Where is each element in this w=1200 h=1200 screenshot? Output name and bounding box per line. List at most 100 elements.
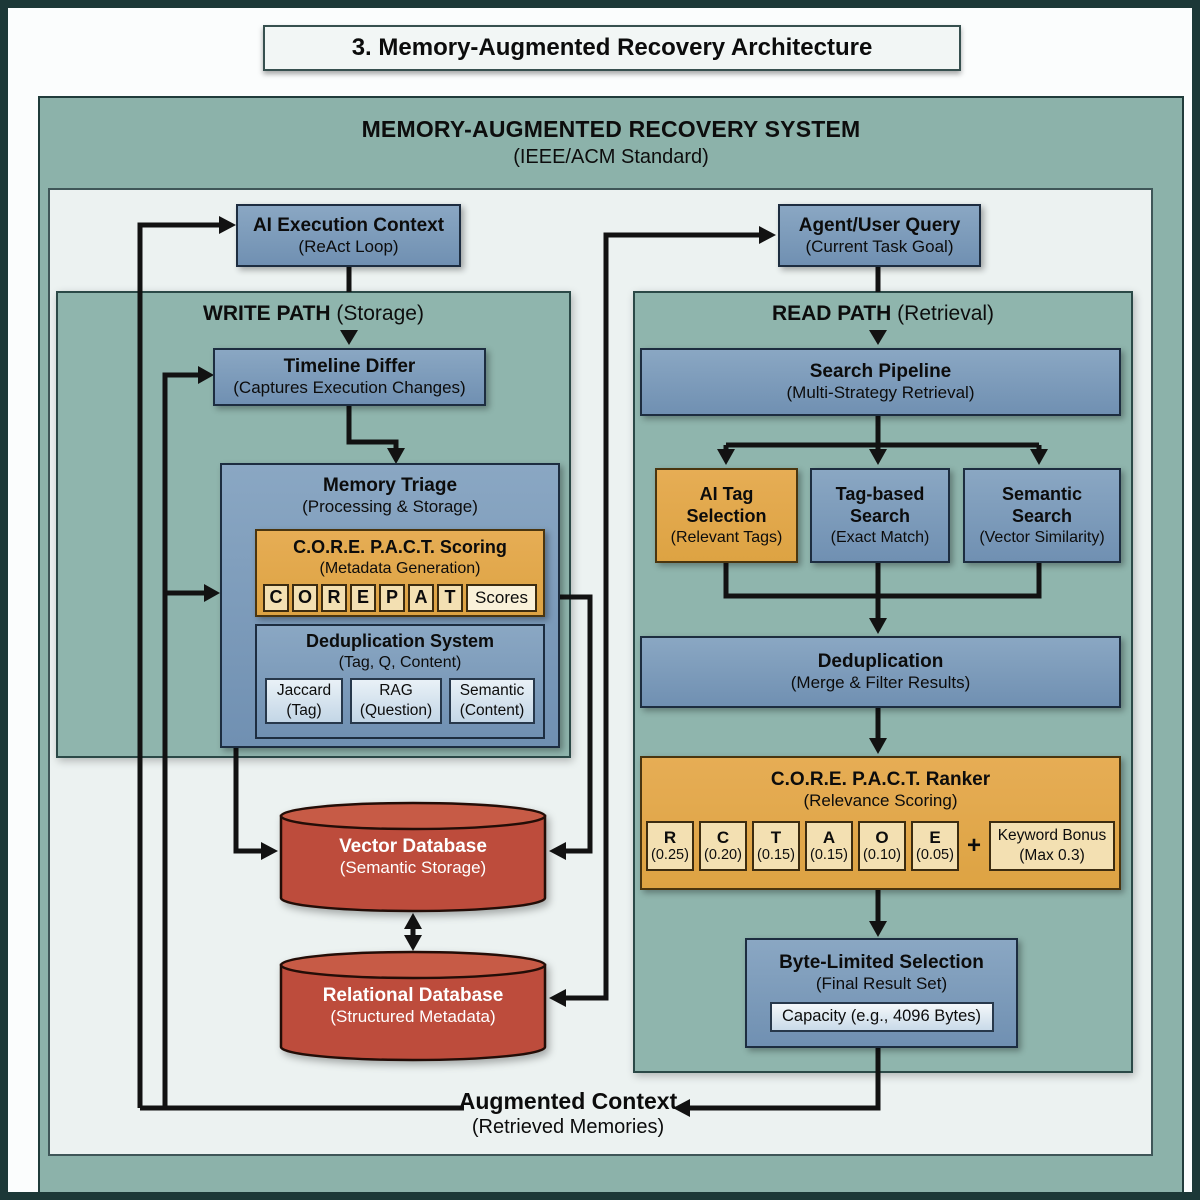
node-title-line2: Selection (686, 505, 767, 526)
node-title-line2: Search (849, 505, 911, 526)
dedup-method-semantic: Semantic (Content) (449, 677, 535, 724)
node-relational-database: Relational Database (Structured Metadata… (278, 950, 548, 1062)
node-semantic-search: Semantic Search (Vector Similarity) (963, 468, 1121, 563)
node-title: AI Execution Context (252, 214, 445, 236)
node-title: Timeline Differ (283, 356, 416, 378)
scoring-tile-row: C O R E P A T Scores (263, 583, 537, 612)
write-path-title-qualifier: (Storage) (330, 302, 424, 325)
node-subtitle: (Processing & Storage) (302, 497, 478, 517)
node-subtitle: (Tag, Q, Content) (338, 653, 462, 671)
node-subtitle: (ReAct Loop) (298, 236, 399, 256)
node-title: Memory Triage (322, 475, 458, 496)
bonus-subtitle: (Max 0.3) (1019, 846, 1085, 864)
method-scope: (Content) (459, 701, 525, 719)
bonus-title: Keyword Bonus (997, 826, 1107, 844)
weight-letter: A (822, 827, 836, 847)
weight-tile-c: C (0.20) (698, 820, 747, 871)
scoring-tile: P (379, 583, 406, 612)
database-cylinder-icon (279, 801, 547, 913)
write-path-title-bold: WRITE PATH (203, 302, 331, 325)
node-title: C.O.R.E. P.A.C.T. Ranker (770, 769, 991, 790)
node-title: Search Pipeline (809, 361, 952, 383)
node-agent-user-query: Agent/User Query (Current Task Goal) (778, 204, 981, 267)
node-subtitle: (Vector Similarity) (979, 528, 1105, 546)
node-search-pipeline: Search Pipeline (Multi-Strategy Retrieva… (640, 348, 1121, 416)
connector-lines (137, 216, 1048, 1117)
system-subtitle: (IEEE/ACM Standard) (513, 146, 709, 168)
node-title: Byte-Limited Selection (779, 952, 984, 973)
capacity-box: Capacity (e.g., 4096 Bytes) (769, 1001, 994, 1032)
node-subtitle: (Relevance Scoring) (803, 791, 958, 811)
node-deduplication: Deduplication (Merge & Filter Results) (640, 636, 1121, 708)
weight-tile-a: A (0.15) (804, 820, 853, 871)
read-path-title: READ PATH (Retrieval) (633, 302, 1133, 326)
db-subtitle: (Semantic Storage) (339, 858, 487, 878)
scoring-tile: C (263, 583, 290, 612)
node-subtitle: (Merge & Filter Results) (790, 673, 971, 693)
weight-value: (0.05) (916, 847, 954, 864)
dedup-method-rag: RAG (Question) (350, 677, 442, 724)
keyword-bonus-box: Keyword Bonus (Max 0.3) (989, 820, 1115, 871)
weight-letter: O (875, 827, 889, 847)
scoring-tile: R (321, 583, 348, 612)
node-timeline-differ: Timeline Differ (Captures Execution Chan… (213, 348, 486, 406)
ranker-weight-row: R (0.25) C (0.20) T (0.15) A (0.15) O (0… (645, 820, 1115, 871)
scores-label: Scores (466, 583, 537, 612)
method-name: RAG (379, 682, 413, 700)
system-title: MEMORY-AUGMENTED RECOVERY SYSTEM (361, 116, 861, 142)
node-subtitle: (Metadata Generation) (319, 559, 481, 577)
db-title: Vector Database (339, 836, 487, 857)
weight-value: (0.15) (810, 847, 848, 864)
node-subtitle: (Exact Match) (830, 528, 930, 546)
weight-value: (0.15) (757, 847, 795, 864)
scoring-tile: A (408, 583, 435, 612)
scoring-tile: E (350, 583, 377, 612)
weight-letter: C (716, 827, 730, 847)
node-title-line2: Search (1011, 505, 1073, 526)
node-title: Agent/User Query (798, 214, 961, 236)
node-subtitle: (Multi-Strategy Retrieval) (786, 383, 975, 403)
weight-value: (0.10) (863, 847, 901, 864)
scoring-tile: O (292, 583, 319, 612)
read-path-title-qualifier: (Retrieval) (891, 302, 995, 325)
node-subtitle: (Captures Execution Changes) (233, 378, 466, 398)
weight-letter: E (929, 827, 941, 847)
system-header: MEMORY-AUGMENTED RECOVERY SYSTEM (IEEE/A… (38, 116, 1184, 169)
node-title: AI Tag (699, 484, 754, 505)
write-path-title: WRITE PATH (Storage) (56, 302, 571, 326)
weight-letter: T (770, 827, 782, 847)
weight-tile-o: O (0.10) (857, 820, 906, 871)
node-title: Deduplication (817, 651, 944, 673)
read-path-title-bold: READ PATH (771, 302, 892, 325)
node-deduplication-system: Deduplication System (Tag, Q, Content) J… (255, 624, 545, 739)
node-title: Deduplication System (305, 631, 495, 651)
node-title: Semantic (1001, 484, 1083, 505)
weight-tile-r: R (0.25) (645, 820, 694, 871)
db-subtitle: (Structured Metadata) (330, 1007, 496, 1027)
node-subtitle: (Relevant Tags) (670, 528, 783, 546)
node-tag-based-search: Tag-based Search (Exact Match) (810, 468, 950, 563)
node-ai-tag-selection: AI Tag Selection (Relevant Tags) (655, 468, 798, 563)
scoring-tile: T (437, 583, 464, 612)
node-title: C.O.R.E. P.A.C.T. Scoring (293, 537, 507, 557)
node-core-pact-ranker: C.O.R.E. P.A.C.T. Ranker (Relevance Scor… (640, 756, 1121, 890)
node-vector-database: Vector Database (Semantic Storage) (278, 801, 548, 913)
method-name: Jaccard (276, 682, 332, 700)
node-byte-limited-selection: Byte-Limited Selection (Final Result Set… (745, 938, 1018, 1048)
node-core-pact-scoring: C.O.R.E. P.A.C.T. Scoring (Metadata Gene… (255, 529, 545, 617)
method-scope: (Question) (359, 701, 433, 719)
node-ai-execution-context: AI Execution Context (ReAct Loop) (236, 204, 461, 267)
weight-tile-t: T (0.15) (751, 820, 800, 871)
weight-tile-e: E (0.05) (910, 820, 959, 871)
node-title: Tag-based (835, 484, 925, 505)
diagram-title: 3. Memory-Augmented Recovery Architectur… (263, 25, 961, 71)
augmented-context-label: Augmented Context (Retrieved Memories) (438, 1088, 698, 1139)
feedback-title: Augmented Context (458, 1088, 678, 1114)
node-subtitle: (Current Task Goal) (805, 236, 954, 256)
node-subtitle: (Final Result Set) (815, 974, 948, 994)
feedback-subtitle: (Retrieved Memories) (471, 1116, 665, 1138)
weight-value: (0.20) (704, 847, 742, 864)
plus-sign: + (966, 831, 981, 859)
method-scope: (Tag) (286, 701, 322, 719)
